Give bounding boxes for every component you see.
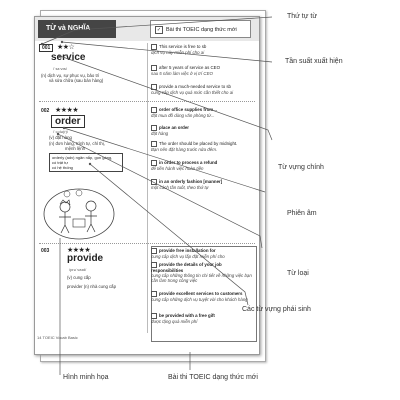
entry-divider <box>39 101 255 102</box>
example-item: after 5 years of service as CEO sau 5 nă… <box>151 65 221 76</box>
example-item: in an orderly fashion [manner] một cách … <box>151 179 223 190</box>
callout-main-vocab: Từ vựng chính <box>278 164 324 171</box>
check-icon: ✓ <box>155 25 163 34</box>
checkbox-icon <box>151 65 157 71</box>
pronunciation: /prəˈvaɪd/ <box>69 267 87 272</box>
example-item: provide the details of your job responsi… <box>151 262 252 284</box>
pronunciation: /ˈɔːdə(r)/ <box>53 129 69 134</box>
callout-part-of-speech: Từ loại <box>287 270 309 277</box>
callout-frequency: Tần suất xuất hiện <box>285 58 343 65</box>
example-item: The order should be placed by midnight. … <box>151 141 238 152</box>
checkbox-icon <box>151 141 157 147</box>
page-footer: 14 TOEIC Vocab Basic <box>37 335 78 340</box>
example-item: provide excellent services to customers … <box>151 291 248 302</box>
checkbox-icon <box>151 107 157 113</box>
entry-number: 003 <box>41 248 50 254</box>
toeic-tab: ✓Bài thi TOEIC dạng thức mới <box>150 20 251 38</box>
callout-pronunciation: Phiên âm <box>287 210 317 217</box>
derived-words-box: orderly (adv) ngăn nắp, gọn gàng, có trậ… <box>49 153 123 172</box>
callout-toeic-format: Bài thi TOEIC dạng thức mới <box>168 374 258 381</box>
entry-number: 002 <box>41 108 50 114</box>
headword: provide <box>67 253 104 264</box>
entry-divider <box>39 243 255 244</box>
callout-illustration: Hình minh họa <box>63 374 109 381</box>
header-tab: TỪ và NGHĨA <box>38 20 116 38</box>
checkbox-icon <box>151 313 157 319</box>
checkbox-icon <box>151 291 157 297</box>
part-of-speech: (v) đặt hàng <box>49 135 72 140</box>
derived-word: provider (n) nhà cung cấp <box>67 284 116 289</box>
frequency-stars: ★★★★ <box>55 107 79 114</box>
checkbox-icon <box>151 160 157 166</box>
column-divider <box>147 43 148 333</box>
headword: order <box>51 115 85 128</box>
pronunciation: /ˈsɜːvɪs/ <box>53 66 67 71</box>
checkbox-icon <box>151 179 157 185</box>
checkbox-icon <box>151 125 157 131</box>
dictionary-page: TỪ và NGHĨA ✓Bài thi TOEIC dạng thức mới… <box>34 16 260 355</box>
example-item: This service is free to sb dịch vụ này m… <box>151 44 207 55</box>
example-item: provide free installation for cung cấp d… <box>151 248 225 259</box>
callout-word-order: Thứ tự từ <box>287 13 318 20</box>
frequency-stars: ★★☆ <box>57 44 75 51</box>
example-item: in order to process a refund để tiến hàn… <box>151 160 218 171</box>
illustration <box>43 188 115 240</box>
headword: service <box>51 52 86 63</box>
checkbox-icon <box>151 44 157 50</box>
example-item: place an order đặt hàng <box>151 125 190 136</box>
entry-number: 001 <box>39 44 54 52</box>
toeic-tab-label: Bài thi TOEIC dạng thức mới <box>166 27 237 33</box>
part-of-speech: (v) cung cấp <box>67 275 91 280</box>
example-item: order office supplies from... đặt mua đồ… <box>151 107 217 118</box>
checkbox-icon <box>151 248 157 254</box>
callout-derived-vocab: Các từ vựng phái sinh <box>242 306 311 313</box>
meaning-extra: và sửa chữa (sau bán hàng) <box>49 78 104 83</box>
meaning: mệnh lệnh <box>65 146 86 151</box>
example-item: be provided with a free gift được tặng q… <box>151 313 215 324</box>
part-of-speech: (n) dịch vụ, sự phục vụ, bảo trì <box>41 73 100 78</box>
frequency-stars: ★★★★ <box>67 247 91 254</box>
